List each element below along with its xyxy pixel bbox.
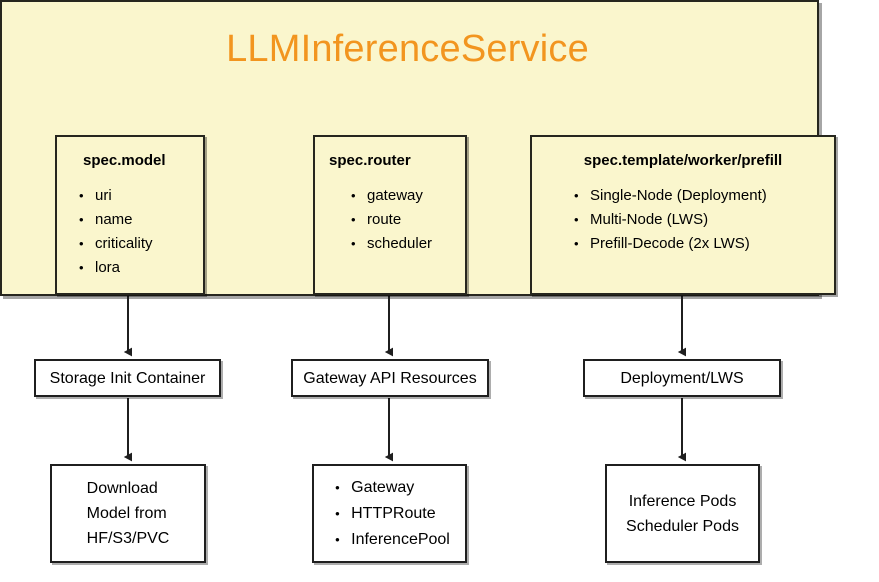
list-item: Single-Node (Deployment) (564, 184, 834, 208)
list-item: Gateway (329, 475, 450, 501)
text-line: Inference Pods (628, 492, 737, 510)
download-model-lines: Download Model from HF/S3/PVC (87, 476, 170, 551)
spec-template-list: Single-Node (Deployment) Multi-Node (LWS… (564, 184, 834, 256)
gateway-resources-list: Gateway HTTPRoute InferencePool (329, 475, 450, 553)
text-line: Model from (86, 505, 167, 522)
list-item: Multi-Node (LWS) (564, 208, 834, 232)
text-line: HF/S3/PVC (86, 530, 170, 547)
spec-model-box[interactable]: spec.model uri name criticality lora (55, 135, 205, 295)
list-item: Prefill-Decode (2x LWS) (564, 232, 834, 256)
list-item: scheduler (341, 232, 465, 256)
deployment-lws-box[interactable]: Deployment/LWS (583, 359, 781, 397)
gateway-resources-list-box[interactable]: Gateway HTTPRoute InferencePool (312, 464, 467, 563)
spec-router-box[interactable]: spec.router gateway route scheduler (313, 135, 467, 295)
download-model-box[interactable]: Download Model from HF/S3/PVC (50, 464, 206, 563)
list-item: InferencePool (329, 527, 450, 553)
spec-model-list: uri name criticality lora (69, 184, 203, 280)
list-item: HTTPRoute (329, 501, 450, 527)
gateway-api-resources-box[interactable]: Gateway API Resources (291, 359, 489, 397)
page-title: LLMInferenceService (226, 28, 589, 70)
inference-pods-lines: Inference Pods Scheduler Pods (626, 489, 739, 539)
text-line: Download (86, 480, 158, 497)
spec-template-title: spec.template/worker/prefill (583, 152, 783, 169)
list-item: name (69, 208, 203, 232)
list-item: criticality (69, 232, 203, 256)
list-item: lora (69, 256, 203, 280)
spec-router-list: gateway route scheduler (341, 184, 465, 256)
spec-router-title: spec.router (329, 152, 411, 169)
llm-inference-service-container: LLMInferenceService spec.model uri name … (0, 0, 836, 296)
spec-template-box[interactable]: spec.template/worker/prefill Single-Node… (530, 135, 836, 295)
inference-pods-box[interactable]: Inference Pods Scheduler Pods (605, 464, 760, 563)
storage-init-container-box[interactable]: Storage Init Container (34, 359, 221, 397)
text-line: Scheduler Pods (626, 517, 739, 535)
list-item: route (341, 208, 465, 232)
list-item: uri (69, 184, 203, 208)
list-item: gateway (341, 184, 465, 208)
spec-model-title: spec.model (83, 152, 166, 169)
